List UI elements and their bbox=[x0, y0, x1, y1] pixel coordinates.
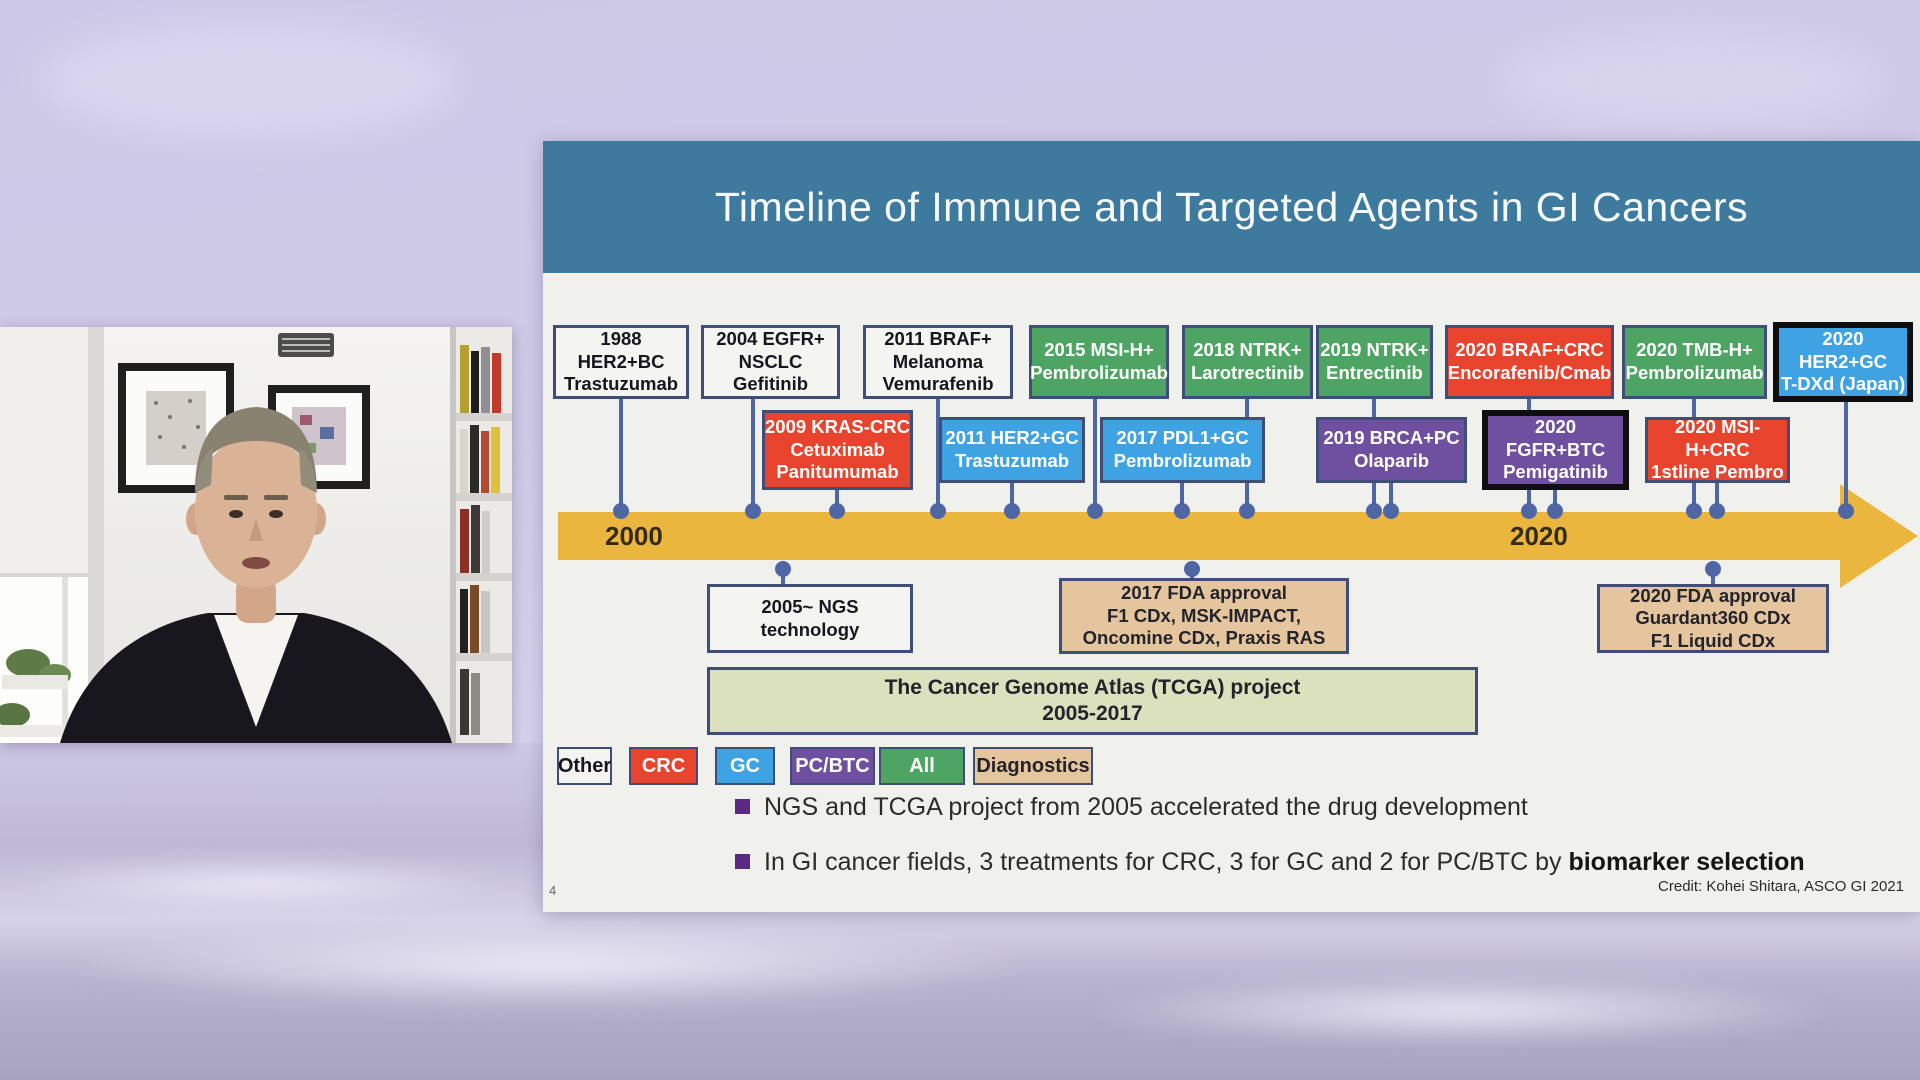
desk-highlight-streak bbox=[0, 860, 520, 908]
connector-dot bbox=[1004, 503, 1020, 519]
air-vent bbox=[278, 333, 334, 357]
event-box-2020-msi-h-crc: 2020 MSI-H+CRC 1stline Pembro bbox=[1645, 416, 1790, 483]
event-box-2017-pdl1-gc: 2017 PDL1+GC Pembrolizumab bbox=[1100, 417, 1265, 483]
legend-diagnostics: Diagnostics bbox=[973, 747, 1093, 785]
bullet-text-bold: biomarker selection bbox=[1568, 848, 1805, 876]
speaker-person bbox=[60, 407, 452, 743]
connector-stem bbox=[1180, 481, 1184, 511]
connector-stem bbox=[751, 397, 755, 511]
bullet-item: NGS and TCGA project from 2005 accelerat… bbox=[735, 791, 1915, 823]
connector-dot bbox=[1838, 503, 1854, 519]
connector-dot bbox=[930, 503, 946, 519]
bullet-item: In GI cancer fields, 3 treatments for CR… bbox=[735, 846, 1915, 878]
event-box-2020-braf-crc: 2020 BRAF+CRC Encorafenib/Cmab bbox=[1445, 325, 1614, 399]
connector-dot bbox=[1686, 503, 1702, 519]
connector-dot bbox=[775, 561, 791, 577]
connector-stem bbox=[1093, 397, 1097, 511]
connector-dot bbox=[1174, 503, 1190, 519]
event-box-2019-brca-pc: 2019 BRCA+PC Olaparib bbox=[1316, 417, 1467, 483]
bullet-text-main: NGS and TCGA project from 2005 accelerat… bbox=[764, 793, 1528, 821]
event-box-2005-ngs: 2005~ NGS technology bbox=[707, 584, 913, 653]
connector-dot bbox=[1239, 503, 1255, 519]
connector-dot bbox=[745, 503, 761, 519]
connector-dot bbox=[1366, 503, 1382, 519]
legend-pc-btc: PC/BTC bbox=[790, 747, 875, 785]
event-box-2020-fda-approval: 2020 FDA approval Guardant360 CDx F1 Liq… bbox=[1597, 584, 1829, 653]
connector-stem bbox=[1010, 481, 1014, 511]
timeline-arrow-body bbox=[558, 512, 1840, 560]
presentation-slide: Timeline of Immune and Targeted Agents i… bbox=[543, 141, 1920, 912]
connector-dot bbox=[1383, 503, 1399, 519]
timeline-start-label: 2000 bbox=[605, 521, 663, 551]
slide-title: Timeline of Immune and Targeted Agents i… bbox=[714, 183, 1749, 230]
event-box-2020-tmb-h: 2020 TMB-H+ Pembrolizumab bbox=[1622, 325, 1767, 399]
speaker-illustration bbox=[0, 327, 512, 743]
connector-stem bbox=[936, 397, 940, 511]
connector-stem bbox=[1389, 481, 1393, 511]
slide-page-number: 4 bbox=[549, 883, 557, 898]
bullet-text: In GI cancer fields, 3 treatments for CR… bbox=[764, 846, 1805, 878]
event-box-2020-fgfr-btc: 2020 FGFR+BTC Pemigatinib bbox=[1482, 410, 1629, 490]
connector-stem bbox=[1711, 569, 1715, 586]
credit-line: Credit: Kohei Shitara, ASCO GI 2021 bbox=[1658, 878, 1904, 895]
bullet-square-icon bbox=[735, 799, 750, 814]
desk-highlight-streak bbox=[1080, 975, 1840, 1045]
legend-other: Other bbox=[557, 747, 612, 785]
connector-dot bbox=[613, 503, 629, 519]
connector-dot bbox=[1087, 503, 1103, 519]
timeline-arrow-head bbox=[1840, 484, 1918, 588]
connector-stem bbox=[781, 569, 785, 586]
speaker-webcam-video bbox=[0, 327, 512, 743]
bookshelf bbox=[450, 327, 512, 743]
connector-stem bbox=[619, 397, 623, 511]
background-wisp bbox=[1500, 30, 1880, 130]
connector-dot bbox=[1184, 561, 1200, 577]
event-box-2015-msi-h: 2015 MSI-H+ Pembrolizumab bbox=[1029, 325, 1169, 399]
event-box-2019-ntrk: 2019 NTRK+ Entrectinib bbox=[1316, 325, 1433, 399]
connector-stem bbox=[835, 488, 839, 511]
connector-dot bbox=[1705, 561, 1721, 577]
desk-highlight-streak bbox=[60, 920, 1040, 1010]
connector-dot bbox=[1547, 503, 1563, 519]
legend-crc: CRC bbox=[629, 747, 698, 785]
bullet-text-main: In GI cancer fields, 3 treatments for CR… bbox=[764, 848, 1569, 876]
connector-dot bbox=[1709, 503, 1725, 519]
connector-dot bbox=[1521, 503, 1537, 519]
bullet-square-icon bbox=[735, 854, 750, 869]
legend-all: All bbox=[879, 747, 965, 785]
slide-title-bar: Timeline of Immune and Targeted Agents i… bbox=[543, 141, 1920, 273]
event-box-2004-egfr-nsclc: 2004 EGFR+ NSCLC Gefitinib bbox=[701, 325, 840, 399]
event-box-2017-fda-approval: 2017 FDA approval F1 CDx, MSK-IMPACT, On… bbox=[1059, 578, 1349, 654]
event-box-2018-ntrk: 2018 NTRK+ Larotrectinib bbox=[1182, 325, 1313, 399]
event-box-2009-kras-crc: 2009 KRAS-CRC Cetuximab Panitumumab bbox=[762, 410, 913, 490]
connector-dot bbox=[829, 503, 845, 519]
event-box-2020-her2-gc-tdxd: 2020 HER2+GC T-DXd (Japan) bbox=[1773, 322, 1913, 402]
window-plants bbox=[0, 649, 80, 737]
event-box-1988-her2-bc: 1988 HER2+BC Trastuzumab bbox=[553, 325, 689, 399]
connector-stem bbox=[1844, 397, 1848, 511]
legend-gc: GC bbox=[715, 747, 775, 785]
background-wisp bbox=[40, 20, 460, 140]
event-box-2011-braf-melanoma: 2011 BRAF+ Melanoma Vemurafenib bbox=[863, 325, 1013, 399]
event-box-2011-her2-gc: 2011 HER2+GC Trastuzumab bbox=[939, 417, 1085, 483]
connector-stem bbox=[1715, 481, 1719, 511]
timeline-end-label: 2020 bbox=[1510, 521, 1568, 551]
tcga-project-box: The Cancer Genome Atlas (TCGA) project 2… bbox=[707, 667, 1478, 735]
bullet-text: NGS and TCGA project from 2005 accelerat… bbox=[764, 791, 1528, 823]
connector-stem bbox=[1553, 488, 1557, 511]
